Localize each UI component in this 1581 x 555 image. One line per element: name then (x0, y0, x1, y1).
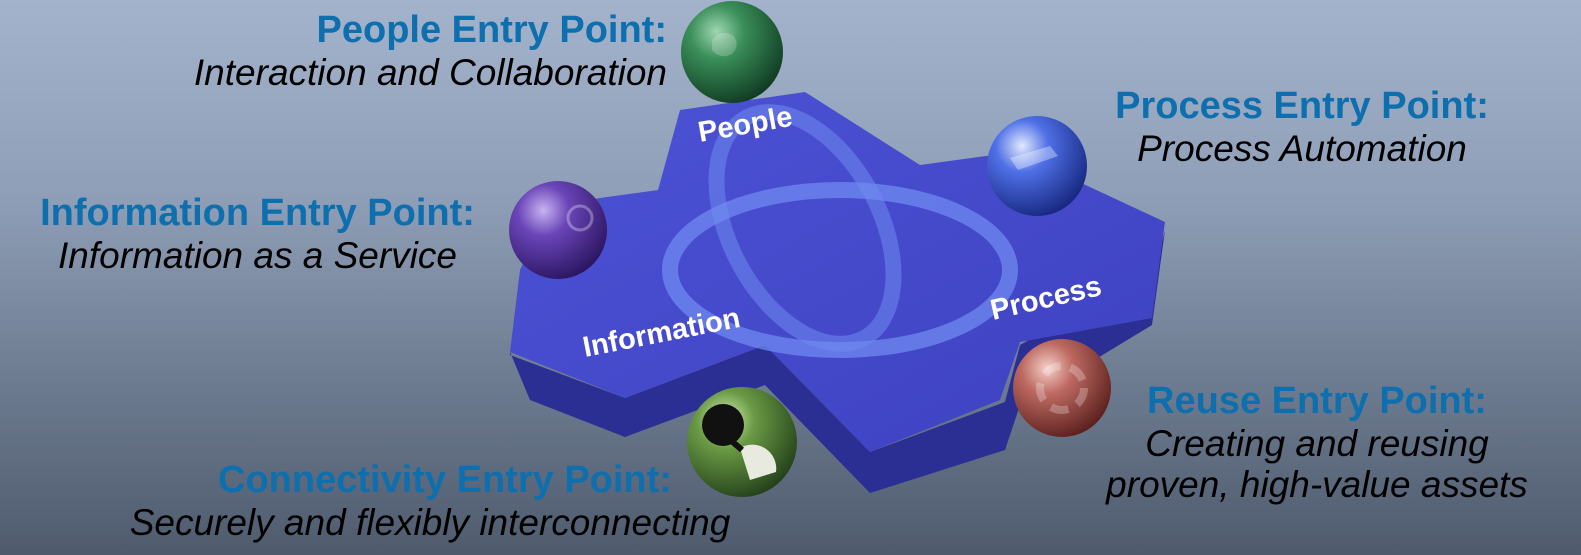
people-orb-icon (681, 1, 783, 103)
reuse-entry-desc-line2: proven, high-value assets (1106, 463, 1528, 505)
reuse-entry-label: Reuse Entry Point: Creating and reusing … (1072, 380, 1562, 505)
information-orb-icon (509, 181, 607, 279)
reuse-entry-title: Reuse Entry Point: (1147, 380, 1487, 422)
connectivity-entry-label: Connectivity Entry Point: Securely and f… (80, 459, 780, 543)
information-entry-label: Information Entry Point: Information as … (10, 192, 505, 276)
connectivity-entry-title: Connectivity Entry Point: (218, 459, 672, 501)
people-entry-label: People Entry Point: Interaction and Coll… (194, 9, 667, 93)
process-orb-icon (987, 116, 1087, 216)
process-entry-title: Process Entry Point: (1115, 85, 1489, 127)
reuse-orb-icon (1013, 339, 1111, 437)
people-entry-desc: Interaction and Collaboration (193, 51, 667, 93)
connectivity-plug-icon (687, 387, 797, 497)
process-entry-desc: Process Automation (1137, 127, 1467, 169)
information-entry-title: Information Entry Point: (40, 192, 475, 234)
connectivity-entry-desc: Securely and flexibly interconnecting (129, 501, 731, 543)
people-entry-title: People Entry Point: (316, 9, 667, 51)
reuse-entry-desc-line1: Creating and reusing (1145, 422, 1489, 464)
information-entry-desc: Information as a Service (58, 234, 457, 276)
ring-vertical (708, 104, 902, 352)
platform-side (510, 230, 1165, 493)
process-entry-label: Process Entry Point: Process Automation (1092, 85, 1512, 169)
